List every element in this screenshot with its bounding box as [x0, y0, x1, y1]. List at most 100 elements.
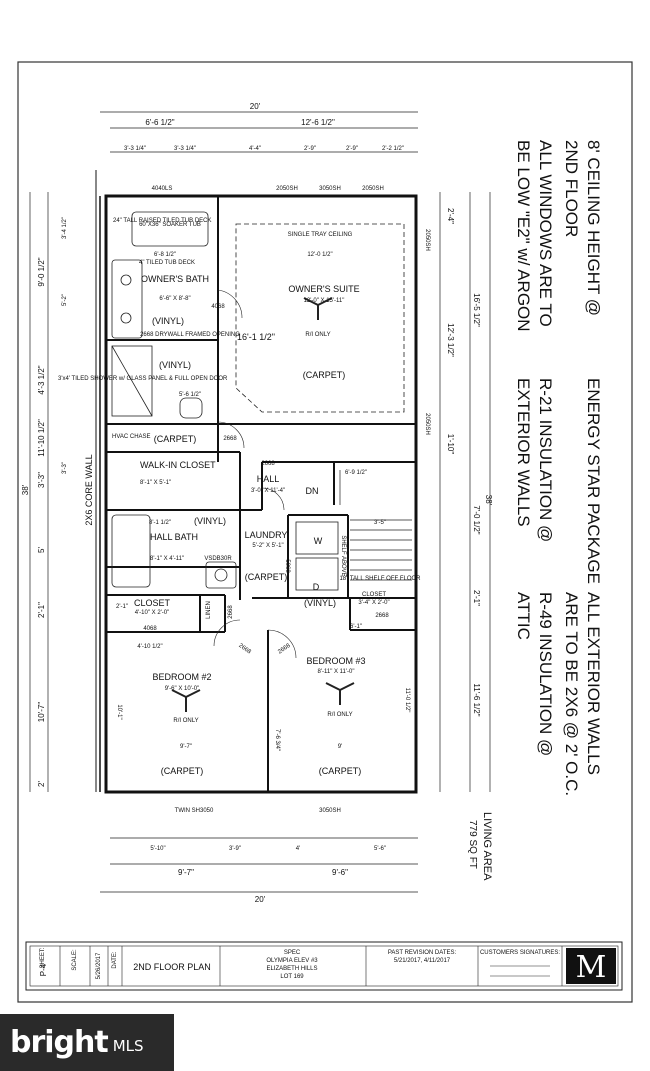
closet1-label: CLOSET	[134, 598, 171, 608]
walkin-label: WALK-IN CLOSET	[140, 460, 216, 470]
dim-left-6: 2'-1"	[37, 602, 46, 618]
dim-left-1: 9'-0 1/2"	[37, 257, 46, 286]
dim-9: 9'	[338, 744, 342, 750]
core-wall-label: 2X6 CORE WALL	[84, 454, 94, 525]
wc-dim: 5'-6 1/2"	[179, 392, 201, 398]
dim-bottom-overall: 20'	[255, 895, 266, 904]
laundry-floor: (CARPET)	[245, 572, 288, 582]
door-2668-e: 2668	[277, 643, 292, 656]
dim-top-1: 6'-6 1/2"	[145, 118, 174, 127]
dim-top-2: 12'-6 1/2"	[301, 118, 335, 127]
living-area-sqft: 779 SQ FT	[467, 820, 478, 869]
drywall-note: 2668 DRYWALL FRAMED OPENING	[140, 332, 240, 338]
laundry-label: LAUNDRY	[245, 530, 288, 540]
door-5068: 5068	[284, 559, 290, 573]
dim-right-7: 11'-6 1/2"	[472, 683, 481, 716]
dim-bottom-1: 5'-10"	[150, 846, 165, 852]
room-labels: 24" TALL RAISED TILED TUB DECK 60"X36" S…	[58, 218, 421, 776]
door-4068: 4068	[211, 304, 225, 310]
fan-bed2: R/I ONLY	[173, 718, 198, 724]
note-line11: ATTIC	[514, 592, 533, 640]
owners-suite-size: 12'-0" X 15'-11"	[304, 298, 345, 304]
tub-dim: 6'-8 1/2"	[154, 252, 176, 258]
window-right-1: 2050SH	[424, 229, 430, 251]
title-block: SHEET: P-4 SCALE: DATE: 5/26/2017 2ND FL…	[25, 941, 623, 991]
sheet-value: P-4	[39, 963, 48, 976]
dim-left-3: 11'-10 1/2"	[37, 419, 46, 457]
date-label: DATE:	[112, 951, 118, 969]
hall-label: HALL	[257, 474, 280, 484]
ceiling-fan-bed2-icon	[171, 689, 201, 712]
community-label: ELIZABETH HILLS	[266, 966, 317, 972]
revisions-label: PAST REVISION DATES:	[388, 950, 457, 956]
revisions-value: 5/21/2017, 4/11/2017	[394, 958, 451, 964]
sheet-label: SHEET:	[40, 947, 46, 968]
owners-bath-floor: (VINYL)	[152, 316, 184, 326]
dim-left-8: 2'	[37, 781, 46, 787]
bed3-floor: (CARPET)	[319, 766, 362, 776]
general-notes: 8' CEILING HEIGHT @ 2ND FLOOR ALL WINDOW…	[467, 140, 603, 881]
dim-left-9: 3'-4 1/2"	[62, 217, 68, 239]
shelf-note: SHELF ABOVE	[340, 535, 346, 576]
window-top-4: 2050SH	[362, 186, 384, 192]
date-value: 5/26/2017	[96, 952, 102, 979]
dim-right-5: 7'-0 1/2"	[472, 505, 481, 534]
dim-6-1: 6'-1"	[350, 624, 362, 630]
dim-left-11: 3'-3"	[62, 462, 68, 474]
dim-4-10: 4'-10 1/2"	[137, 644, 162, 650]
logo-letter: M	[576, 950, 607, 985]
window-top-2: 2050SH	[276, 186, 298, 192]
tray-dim: 12'-0 1/2"	[307, 252, 332, 258]
lot-label: LOT 169	[280, 974, 304, 980]
right-dimensions: 38' 16'-5 1/2" 12'-3 1/2" 2'-4" 1'-10" 7…	[424, 208, 493, 717]
note-line9: ARE TO BE 2X6 @ 2' O.C.	[562, 592, 581, 796]
walkin-size: 8'-1" X 5'-1"	[140, 480, 171, 486]
closet-floor: (CARPET)	[154, 434, 197, 444]
fixtures	[111, 211, 339, 591]
door-2668-c: 2668	[375, 613, 389, 619]
signatures-label: CUSTOMERS SIGNATURES:	[480, 950, 560, 956]
dim-right-1: 16'-5 1/2"	[472, 293, 481, 327]
spec-label: SPEC	[284, 950, 301, 956]
dim-right-2: 12'-3 1/2"	[446, 323, 455, 357]
note-line1: 8' CEILING HEIGHT @	[584, 140, 603, 316]
dim-left-overall: 38'	[21, 484, 30, 495]
interior-walls	[106, 196, 416, 792]
dim-top-6: 2'-9"	[304, 146, 316, 152]
closet2-size: 3'-4" X 2'-0"	[358, 600, 389, 606]
note-line10: R-49 INSULATION @	[536, 592, 555, 756]
hall-bath-label: HALL BATH	[150, 532, 198, 542]
suite-dim: 16'-1 1/2"	[237, 332, 275, 342]
dim-left-2: 4'-3 1/2"	[37, 365, 46, 394]
window-right-2: 2050SH	[424, 413, 430, 435]
dim-right-4: 1'-10"	[446, 434, 455, 455]
closet1-size: 4'-10" X 2'-0"	[135, 610, 170, 616]
dim-bottom-6: 9'-6"	[332, 868, 348, 877]
ceiling-fan-bed3-icon	[325, 682, 355, 705]
ceiling-fan-suite-icon	[303, 297, 333, 320]
tall-shelf: 18" TALL SHELF OFF FLOOR	[339, 576, 421, 582]
tub-deck: 4" TILED TUB DECK	[139, 260, 195, 266]
dim-top-4: 3'-3 1/4"	[174, 146, 196, 152]
left-dimensions: 38' 9'-0 1/2" 4'-3 1/2" 11'-10 1/2" 3'-3…	[21, 217, 68, 787]
dim-top-7: 2'-9"	[346, 146, 358, 152]
dim-2-1-inner: 2'-1"	[116, 604, 128, 610]
exterior-walls	[95, 170, 418, 794]
note-line5: ENERGY STAR PACKAGE	[584, 378, 603, 584]
hall-bath-size: 8'-1" X 4'-11"	[150, 556, 184, 562]
tray-ceiling	[235, 223, 405, 413]
note-line8: ALL EXTERIOR WALLS	[584, 592, 603, 775]
bright-mls-watermark: bright MLS	[0, 1014, 174, 1071]
stairs	[339, 470, 412, 581]
dn-label: DN	[306, 486, 319, 496]
hall-bath-floor: (VINYL)	[194, 516, 226, 526]
dim-top-8: 2'-2 1/2"	[382, 146, 404, 152]
note-line7: EXTERIOR WALLS	[514, 378, 533, 527]
dim-left-10: 5'-2"	[62, 294, 68, 306]
living-area-label: LIVING AREA	[481, 812, 493, 881]
note-line6: R-21 INSULATION @	[536, 378, 555, 542]
sheet-border	[17, 61, 633, 1003]
dim-3-5: 3'-5"	[374, 520, 386, 526]
dim-bottom-2: 3'-9"	[229, 846, 241, 852]
